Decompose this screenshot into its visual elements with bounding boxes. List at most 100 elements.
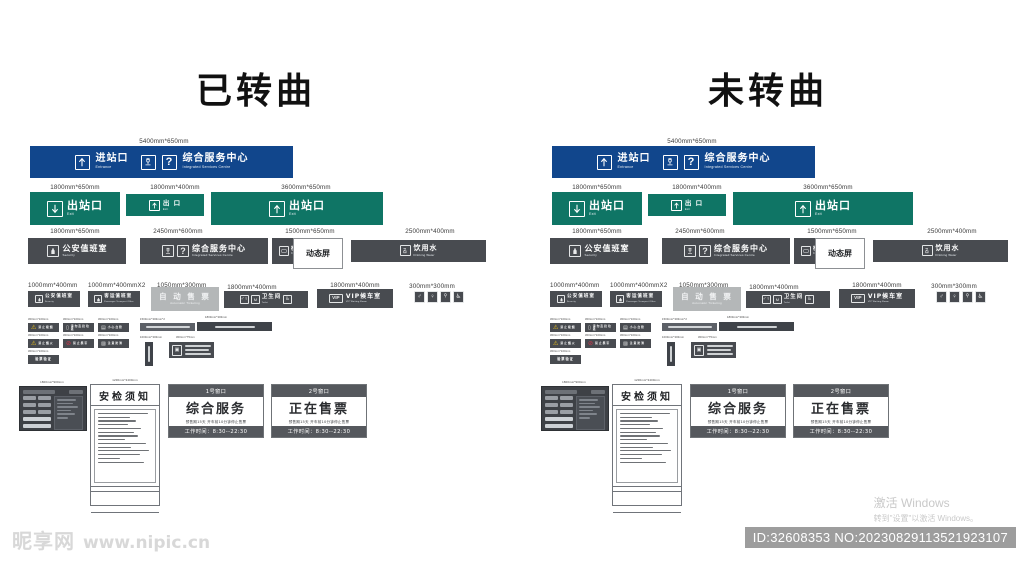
sign-services-center-left[interactable]: ? 综合服务中心 Integrated Services Centre xyxy=(140,238,268,264)
entrance-label-left: 进站口 Entrance xyxy=(95,153,129,169)
sign-exit-small-right[interactable]: 出 口 Exit xyxy=(648,194,726,216)
strip-sign-photo-left[interactable]: ▣ xyxy=(169,342,214,358)
pictogram-set-right[interactable]: ♂ ♀ ⚲ ♿ xyxy=(936,290,986,303)
photo-frame-icon: ▣ xyxy=(172,344,182,356)
sign-police-room-small-right[interactable]: 公安值班室 Security xyxy=(550,291,602,307)
notice-totem-left[interactable]: 安检须知 xyxy=(90,384,160,513)
sign-services-center-right[interactable]: ? 综合服务中心 Integrated Services Centre xyxy=(662,238,790,264)
sign-vip-waiting-right[interactable]: VIP VIP候车室 VIP Waiting Room xyxy=(839,289,915,308)
sign-staff-room-small-left[interactable]: 客运值班室 Passenger Transport Office xyxy=(88,291,140,307)
sign-entrance-board-left[interactable]: 进站口 Entrance ? 综合服务中心 Integrated Service… xyxy=(30,146,293,178)
ticket-window-2-left[interactable]: 2号窗口 正在售票 预售期15天 开车前10分钟停止售票 工作时间：8:30--… xyxy=(271,384,367,438)
dim-strip-3-left: 1000mm*300mm xyxy=(140,336,163,339)
exit-small-label-right: 出 口 Exit xyxy=(684,198,704,211)
sign-exit-station-right[interactable]: 出站口 Exit xyxy=(552,192,642,225)
window-1-footer-right: 工作时间：8:30--22:30 xyxy=(691,426,785,437)
slippery-floor-icon: ▨ xyxy=(101,340,106,347)
warning-triangle-icon: ⚠ xyxy=(31,325,37,331)
sign-tiny-5-left[interactable]: ⊘ 禁止携带 xyxy=(63,339,94,348)
sign-tiny-7-left[interactable]: 验票验证 xyxy=(28,355,59,364)
window-2-subtitle-right: 预售期15天 开车前10分钟停止售票 xyxy=(810,419,872,424)
dim-tiny-4-left: 300mm*100mm xyxy=(28,334,49,337)
sign-tiny-3-right[interactable]: ▤ 小心台阶 xyxy=(620,323,651,332)
dim-tiny-1-left: 300mm*100mm xyxy=(28,318,49,321)
restroom-icon: ♂♀ xyxy=(761,295,771,304)
police-officer-icon xyxy=(568,245,581,257)
site-url: www.nipic.cn xyxy=(82,533,211,553)
sign-dynamic-screen-left[interactable]: 动态屏 xyxy=(293,238,343,269)
sign-exit-station-wide-left[interactable]: 出站口 Exit xyxy=(211,192,383,225)
sign-staff-room-small-right[interactable]: 客运值班室 Passenger Transport Office xyxy=(610,291,662,307)
strip-sign-2-right[interactable] xyxy=(719,322,794,331)
sign-exit-station-wide-right[interactable]: 出站口 Exit xyxy=(733,192,913,225)
sign-tiny-1-left[interactable]: ⚠ 禁止吸烟 xyxy=(28,323,59,332)
sign-police-room-right[interactable]: 公安值班室 Security xyxy=(550,238,648,264)
sign-tiny-4-left[interactable]: ⚠ 禁止烟火 xyxy=(28,339,59,348)
sign-tiny-1-right[interactable]: ⚠ 禁止吸烟 xyxy=(550,323,581,332)
sign-tiny-4-right[interactable]: ⚠ 禁止烟火 xyxy=(550,339,581,348)
dim-tiny-6-right: 300mm*100mm xyxy=(620,334,641,337)
strip-sign-1-right[interactable] xyxy=(662,323,717,331)
schedule-board-right[interactable] xyxy=(541,386,609,431)
schedule-title-right-chip xyxy=(69,390,83,394)
dim-notice-totem-left: 1200mm*2400mm xyxy=(112,378,138,382)
sign-tiny-2-left[interactable]: ▯ 请勿乱扔垃圾 xyxy=(63,323,94,332)
sign-tiny-3-left[interactable]: ▤ 小心台阶 xyxy=(98,323,129,332)
sign-dynamic-screen-right[interactable]: 动态屏 xyxy=(815,238,865,269)
exit-station-wide-label-right: 出站口 Exit xyxy=(815,199,851,216)
sign-drinking-water-left[interactable]: 饮用水 Drinking Water xyxy=(351,240,486,262)
ticket-check-icon xyxy=(278,246,289,256)
sign-tiny-7-right[interactable]: 验票验证 xyxy=(550,355,581,364)
sign-auto-ticketing-left[interactable]: 自 动 售 票 Automatic Ticketing xyxy=(151,287,219,311)
sign-tiny-5-right[interactable]: ⊘ 禁止携带 xyxy=(585,339,616,348)
female-restroom-icon: ♀ xyxy=(949,290,960,303)
information-desk-icon xyxy=(162,245,174,257)
sign-restroom-right[interactable]: ♂♀ M 卫生间 Toilet ♿ xyxy=(746,291,830,308)
strip-sign-vertical-right[interactable] xyxy=(667,342,675,366)
sign-entrance-board-right[interactable]: 进站口 Entrance ? 综合服务中心 Integrated Service… xyxy=(552,146,815,178)
sign-auto-ticketing-right[interactable]: 自 动 售 票 Automatic Ticketing xyxy=(673,287,741,311)
ticket-window-1-right[interactable]: 1号窗口 综合服务 预售期15天 开车前10分钟停止售票 工作时间：8:30--… xyxy=(690,384,786,438)
notice-totem-right[interactable]: 安检须知 xyxy=(612,384,682,513)
sign-tiny-2-right[interactable]: ▯ 请勿乱扔垃圾 xyxy=(585,323,616,332)
drinking-water-icon xyxy=(399,245,411,257)
vip-label-left: VIP候车室 VIP Waiting Room xyxy=(345,292,382,304)
dim-exit1-top-right: 1800mm*650mm xyxy=(572,184,622,191)
warning-triangle-icon: ⚠ xyxy=(31,341,37,347)
ticket-window-1-left[interactable]: 1号窗口 综合服务 预售期15天 开车前10分钟停止售票 工作时间：8:30--… xyxy=(168,384,264,438)
window-2-footer-left: 工作时间：8:30--22:30 xyxy=(272,426,366,437)
strip-sign-photo-right[interactable]: ▣ xyxy=(691,342,736,358)
photo-frame-icon: ▣ xyxy=(694,344,704,356)
window-1-title-right: 综合服务 xyxy=(707,402,768,418)
sign-restroom-left[interactable]: ♂♀ M 卫生间 Toilet ♿ xyxy=(224,291,308,308)
notice-totem-body-right xyxy=(616,409,678,483)
window-2-footer-right: 工作时间：8:30--22:30 xyxy=(794,426,888,437)
strip-sign-vertical-left[interactable] xyxy=(145,342,153,366)
question-mark-icon: ? xyxy=(683,154,699,170)
sign-vip-waiting-left[interactable]: VIP VIP候车室 VIP Waiting Room xyxy=(317,289,393,308)
window-2-header-right: 2号窗口 xyxy=(794,385,888,397)
sign-police-room-left[interactable]: 公安值班室 Security xyxy=(28,238,126,264)
vip-icon: VIP xyxy=(850,293,865,303)
schedule-board-left[interactable] xyxy=(19,386,87,431)
strip-sign-2-left[interactable] xyxy=(197,322,272,331)
sign-drinking-water-right[interactable]: 饮用水 Drinking Water xyxy=(873,240,1008,262)
pictogram-set-left[interactable]: ♂ ♀ ⚲ ♿ xyxy=(414,290,464,303)
dim-tiny-3-left: 300mm*100mm xyxy=(98,318,119,321)
no-littering-icon: ▯ xyxy=(588,324,591,331)
exit-up-arrow-icon xyxy=(269,200,285,217)
strip-sign-1-left[interactable] xyxy=(140,323,195,331)
accessible-icon: ♿ xyxy=(975,290,986,303)
dim-small6-left: 300mm*300mm xyxy=(409,283,455,290)
police-room-small-label-left: 公安值班室 Security xyxy=(45,293,73,304)
sign-police-room-small-left[interactable]: 公安值班室 Security xyxy=(28,291,80,307)
ticket-window-2-right[interactable]: 2号窗口 正在售票 预售期15天 开车前10分钟停止售票 工作时间：8:30--… xyxy=(793,384,889,438)
baby-care-icon: ⚲ xyxy=(440,290,451,303)
police-room-label-left: 公安值班室 Security xyxy=(62,243,108,258)
auto-ticketing-cn-right: 自 动 售 票 xyxy=(681,291,733,301)
sign-tiny-6-left[interactable]: ▨ 注意防滑 xyxy=(98,339,129,348)
sign-tiny-6-right[interactable]: ▨ 注意防滑 xyxy=(620,339,651,348)
sign-exit-small-left[interactable]: 出 口 Exit xyxy=(126,194,204,216)
dim-small1-left: 1000mm*400mm xyxy=(28,282,78,289)
sign-exit-station-left[interactable]: 出站口 Exit xyxy=(30,192,120,225)
